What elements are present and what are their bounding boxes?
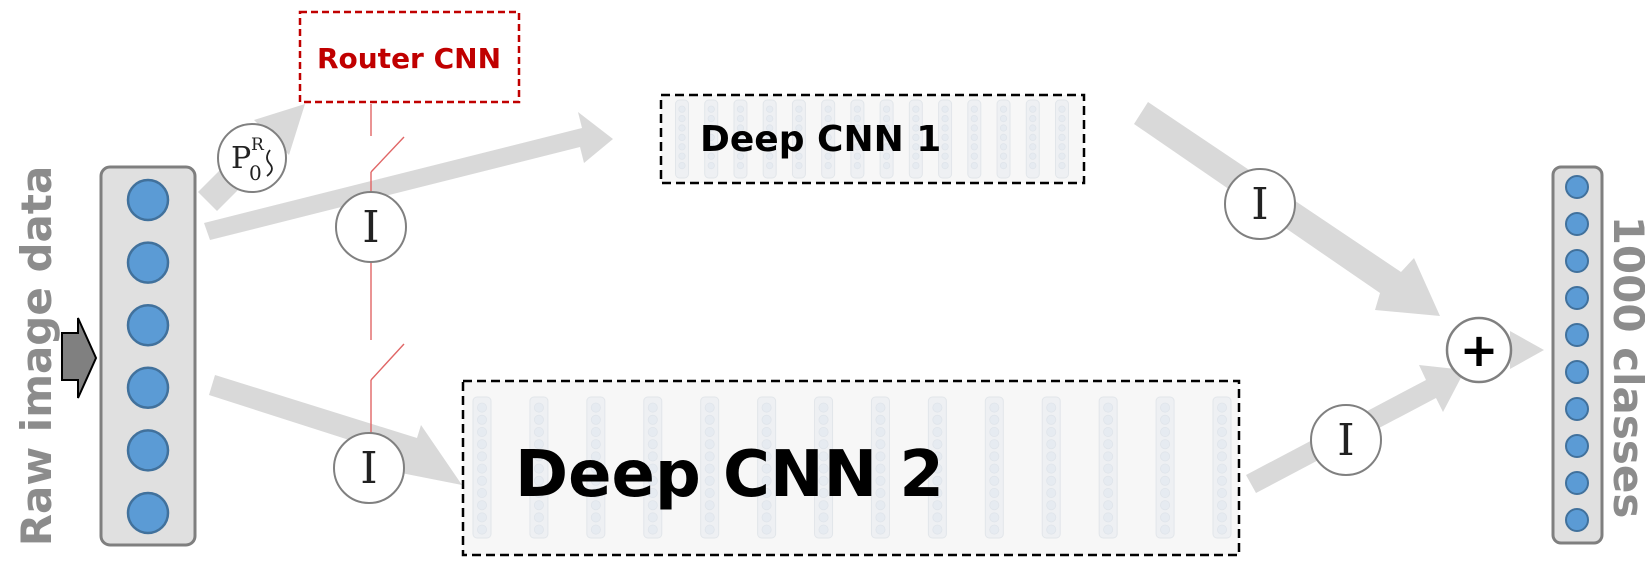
output-neuron: [1565, 212, 1589, 236]
input-label: Raw image data: [12, 166, 61, 547]
input-neuron: [126, 491, 170, 535]
output-neuron: [1565, 508, 1589, 532]
router-cnn-label: Router CNN: [317, 42, 501, 75]
output-neuron: [1565, 471, 1589, 495]
cnn-layer-column: [908, 99, 923, 179]
cnn-layer-column: [879, 99, 894, 179]
cnn-layer-column: [529, 396, 549, 539]
input-neurons: [126, 178, 170, 535]
input-neuron: [126, 366, 170, 410]
deep-cnn-2-box: [461, 379, 1241, 557]
gate-cnn2-input: I: [333, 432, 405, 504]
input-layer: [99, 165, 197, 547]
flow-arrow-sum-to-output: [1485, 331, 1544, 369]
cnn-layer-column: [791, 99, 806, 179]
output-neuron: [1565, 249, 1589, 273]
gate-cnn1-output: I: [1224, 168, 1296, 240]
deep-cnn-1-layers: [675, 99, 1069, 179]
cnn-layer-column: [1055, 99, 1069, 179]
router-probability-sub: 0: [249, 161, 262, 185]
sum-symbol: +: [1460, 323, 1499, 377]
output-neuron: [1565, 397, 1589, 421]
gate-symbol: I: [1337, 415, 1354, 466]
cnn-layer-column: [938, 99, 953, 179]
output-neuron: [1565, 323, 1589, 347]
input-neuron: [126, 303, 170, 347]
deep-cnn-2-label: Deep CNN 2: [515, 438, 944, 512]
input-neuron: [126, 178, 170, 222]
sum-node: [1445, 316, 1513, 384]
output-label: 1000 classes: [1604, 216, 1645, 519]
cnn-layer-column: [927, 396, 947, 539]
cnn-layer-column: [733, 99, 748, 179]
input-arrow: [61, 317, 98, 399]
deep-cnn-1-label: Deep CNN 1: [700, 119, 941, 160]
cnn-layer-column: [1025, 99, 1040, 179]
router-gate-switches: [370, 104, 405, 437]
router-probability-sup: R: [251, 135, 265, 155]
cnn-layer-column: [704, 99, 719, 179]
output-neurons: [1565, 175, 1589, 532]
output-neuron: [1565, 286, 1589, 310]
cnn-layer-column: [1155, 396, 1175, 539]
gate-cnn2-output: I: [1310, 404, 1382, 476]
router-probability-symbol: P: [231, 141, 251, 176]
input-neuron: [126, 241, 170, 284]
deep-cnn-2-layers: [472, 396, 1232, 539]
cnn-layer-column: [586, 396, 606, 539]
cnn-layer-column: [643, 396, 663, 539]
cnn-layer-column: [996, 99, 1011, 179]
cnn-layer-column: [1098, 396, 1118, 539]
cnn-layer-column: [821, 99, 836, 179]
output-neuron: [1565, 434, 1589, 458]
deep-cnn-1-box: [659, 93, 1086, 185]
gate-symbol: I: [362, 202, 379, 253]
cnn-layer-column: [967, 99, 982, 179]
gate-symbol: I: [360, 443, 377, 494]
gate-symbol: I: [1251, 179, 1268, 230]
cnn-layer-column: [472, 396, 492, 539]
deep-cnn-1-fill: [661, 95, 1084, 183]
gate-cnn1-input: I: [335, 191, 407, 263]
cnn-layer-column: [762, 99, 777, 179]
output-neuron: [1565, 360, 1589, 384]
cnn-layer-column: [757, 396, 777, 539]
cnn-layer-column: [700, 396, 720, 539]
router-probability-tilde: [266, 149, 273, 177]
cnn-layer-column: [814, 396, 834, 539]
cnn-layer-column: [675, 99, 689, 179]
flow-arrow-input-to-cnn1: [204, 112, 613, 240]
input-neuron: [126, 429, 170, 472]
cnn-layer-column: [870, 396, 890, 539]
cnn-layer-column: [850, 99, 865, 179]
cnn-layer-column: [1041, 396, 1061, 539]
cnn-layer-column: [984, 396, 1004, 539]
cnn-layer-column: [1212, 396, 1232, 539]
output-neuron: [1565, 175, 1589, 199]
router-cnn-box: [298, 10, 521, 104]
